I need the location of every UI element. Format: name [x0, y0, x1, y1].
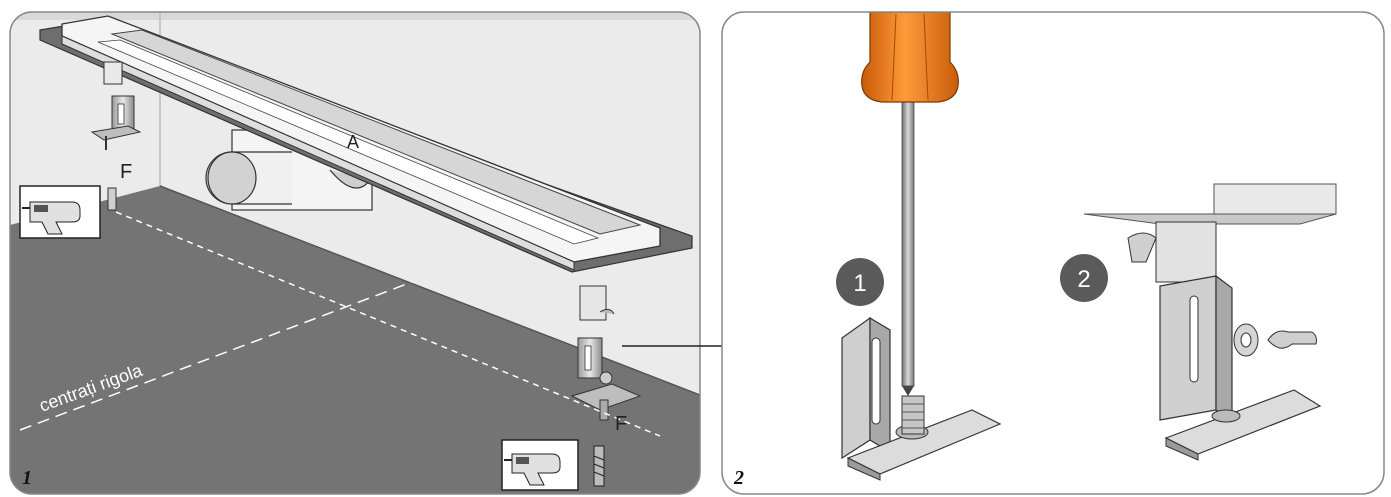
panel-1-installation-view: A F F centrați rigola 1 — [10, 12, 700, 494]
center-guide-line — [19, 281, 413, 431]
drill-inset-bottom — [501, 439, 605, 491]
drill-inset-top — [19, 185, 101, 239]
panel-1-number: 1 — [22, 467, 32, 489]
bracket-right — [570, 285, 642, 421]
bracket-step-1: 1 — [836, 258, 1002, 481]
label-a: A — [347, 132, 359, 152]
step-2-badge — [1060, 254, 1108, 302]
bracket-left — [90, 61, 142, 211]
step-1-number: 1 — [853, 270, 866, 297]
floor — [10, 186, 700, 494]
panel-2-detail-view: 1 2 2 — [722, 12, 1384, 494]
screwdriver — [861, 12, 959, 396]
label-f-bottom: F — [615, 413, 627, 435]
step-1-badge — [836, 258, 884, 306]
bracket-step-2: 2 — [1060, 183, 1337, 461]
step-2-number: 2 — [1077, 266, 1090, 293]
label-f-top: F — [120, 161, 132, 183]
panel-2-number: 2 — [733, 467, 744, 489]
